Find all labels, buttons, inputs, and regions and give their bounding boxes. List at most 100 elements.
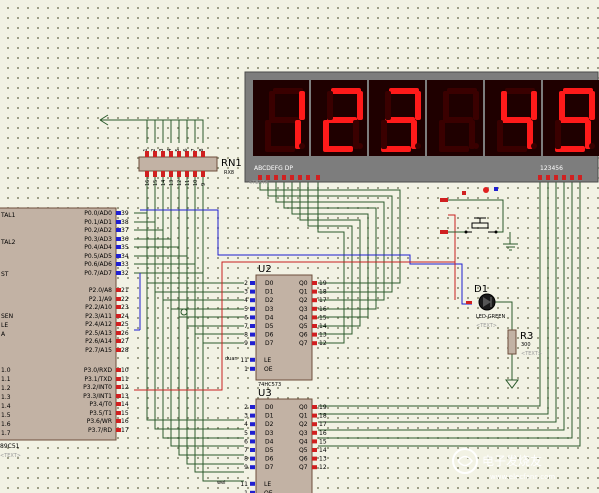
u3-d-label: D7	[265, 464, 274, 471]
segment-dp	[589, 143, 595, 149]
mcu-pin	[116, 262, 121, 266]
mcu-port-label: P0.7/AD7	[84, 270, 112, 277]
mcu-port-label: P2.4/A12	[85, 321, 112, 328]
u3-body	[255, 398, 313, 493]
watermark-url: www.elecfans.com	[490, 473, 555, 481]
u2-oe-pin: 1	[244, 366, 248, 373]
u2-q-label: Q4	[299, 314, 308, 321]
display-pin	[290, 175, 294, 180]
u3-q-pin: 12	[319, 464, 327, 471]
mcu-port-label: P2.6/A14	[85, 338, 112, 345]
mcu-pin-number: 14	[121, 401, 129, 408]
segment-pin-label: ABCDEFG DP	[254, 165, 293, 172]
segment-c	[295, 120, 301, 149]
u2-d-pin: 9	[244, 340, 248, 347]
mcu-port-label: P0.6/AD6	[84, 261, 112, 268]
u2-q-pin: 14	[319, 323, 327, 330]
u3-oe-label: OE	[264, 490, 273, 493]
mcu-pin	[116, 271, 121, 275]
mcu-port1-label: 1.3	[1, 394, 11, 401]
rn1-bottom-pin-number: 13	[169, 180, 175, 186]
segment-f	[501, 91, 507, 120]
u2-q-pin: 16	[319, 306, 327, 313]
mcu-pin	[116, 254, 121, 258]
u2-q-pin: 19	[319, 280, 327, 287]
mcu-pin-number: 23	[121, 304, 129, 311]
mcu-left-label: TAL1	[0, 212, 16, 219]
mcu-pin-number: 34	[121, 253, 129, 260]
u3-d-pin: 2	[244, 404, 248, 411]
u2-q-pin: 13	[319, 332, 327, 339]
segment-e	[555, 120, 561, 149]
segment-a	[563, 88, 593, 94]
segment-a	[447, 88, 477, 94]
u2-oe-label: OE	[264, 366, 273, 373]
segment-g	[443, 117, 473, 123]
d1-value: LED-GREEN	[476, 314, 505, 320]
u2-q-pin: 15	[319, 314, 327, 321]
segment-g	[269, 117, 299, 123]
resistor-r3[interactable]: R3 300 <TEXT>	[507, 329, 542, 357]
led-d1[interactable]: D1 LED-GREEN <TEXT>	[466, 284, 505, 329]
segment-c	[469, 120, 475, 149]
u3-q-pin: 13	[319, 456, 327, 463]
segment-dp	[531, 143, 537, 149]
mcu-port-label: P3.2/INT0	[83, 384, 112, 391]
segment-e	[381, 120, 387, 149]
mcu-port1-label: 1.7	[1, 430, 11, 437]
mcu-pin	[116, 228, 121, 232]
mcu-pin	[116, 411, 121, 415]
display-pins	[258, 175, 582, 180]
r3-body	[507, 329, 517, 355]
u2-d-label: D0	[265, 280, 274, 287]
u2-body	[255, 274, 313, 381]
segment-d	[265, 146, 295, 152]
segment-b	[589, 91, 595, 120]
display-digit	[311, 80, 367, 156]
rn1-top-pin-number: 5	[175, 148, 181, 151]
u2-net-label: duan	[225, 356, 238, 362]
segment-c	[411, 120, 417, 149]
mcu-pin-number: 11	[121, 376, 129, 383]
display-digit	[253, 80, 309, 156]
r3-ref: R3	[520, 331, 533, 342]
seven-segment-display[interactable]: ABCDEFG DP 123456 <TEXT>	[244, 71, 599, 186]
segment-g	[501, 117, 531, 123]
rn1-top-pin-number: 1	[143, 148, 149, 151]
mcu-pin	[116, 322, 121, 326]
mcu-port-label: P3.7/RD	[88, 427, 112, 434]
mcu-pin	[116, 245, 121, 249]
mcu-port-label: P3.5/T1	[89, 410, 112, 417]
rn1-top-pin-number: 3	[159, 148, 165, 151]
mcu-pin	[116, 211, 121, 215]
u3-d-pin: 9	[244, 464, 248, 471]
mcu-pin-number: 16	[121, 418, 129, 425]
mcu-pin	[116, 394, 121, 398]
segment-c	[527, 120, 533, 149]
rn1-bottom-pin-number: 9	[201, 183, 207, 186]
display-pin	[570, 175, 574, 180]
u2-d-pin: 8	[244, 332, 248, 339]
u3-net-label: wei	[217, 480, 226, 486]
mcu-port-label: P0.4/AD4	[84, 244, 112, 251]
rn1-bottom-pin-number: 16	[145, 180, 151, 186]
u3-q-label: Q6	[299, 456, 308, 463]
mcu-pin-number: 13	[121, 393, 129, 400]
mcu-pin	[116, 377, 121, 381]
r3-value: 300	[521, 342, 531, 348]
mcu-port-label: P0.3/AD3	[84, 236, 112, 243]
mcu-pin	[116, 419, 121, 423]
display-pin	[538, 175, 542, 180]
display-pin	[258, 175, 262, 180]
mcu-port-label: P3.4/T0	[89, 401, 112, 408]
push-button[interactable]	[440, 187, 498, 234]
mcu-port1-label: 1.1	[1, 376, 11, 383]
segment-e	[265, 120, 271, 149]
u2-d-pin: 4	[244, 297, 248, 304]
